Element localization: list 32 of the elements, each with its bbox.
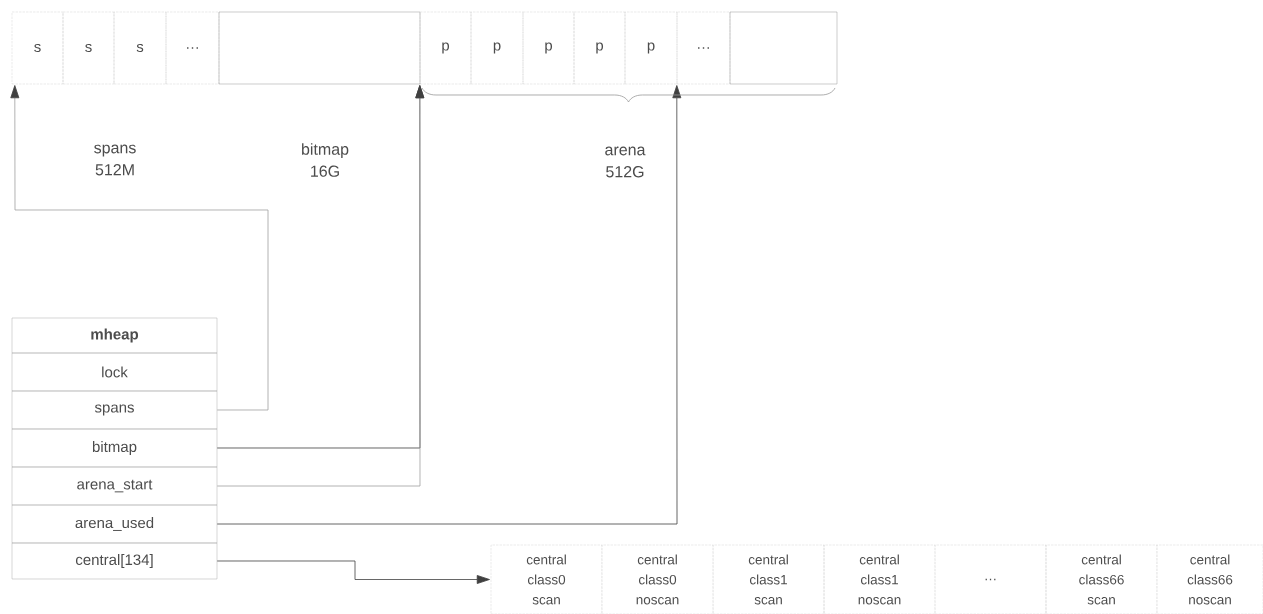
table-row: spans [11, 390, 218, 430]
table-row: lock [11, 352, 218, 392]
central-cell: central class1 scan [712, 544, 825, 614]
memory-cell: s [113, 11, 167, 85]
central-cell: central class66 scan [1045, 544, 1158, 614]
arrow [216, 85, 682, 525]
central-cell: … [934, 544, 1047, 614]
memory-block [729, 11, 838, 85]
memory-block [218, 11, 421, 85]
memory-cell: s [62, 11, 115, 85]
memory-cell: … [165, 11, 220, 85]
table-row: arena_used [11, 504, 218, 544]
size-label: arena 512G [605, 146, 646, 178]
table-row: arena_start [11, 466, 218, 506]
central-cell: central class66 noscan [1156, 544, 1263, 614]
memory-cell: … [676, 11, 731, 85]
arrow [10, 85, 269, 411]
memory-cell: p [624, 11, 678, 85]
arrow [216, 560, 490, 584]
central-cell: central class0 noscan [601, 544, 714, 614]
central-cell: central class0 scan [490, 544, 603, 614]
memory-cell: p [470, 11, 524, 85]
table-row: bitmap [11, 428, 218, 468]
table-header: mheap [11, 317, 218, 354]
size-label: spans 512M [94, 144, 136, 176]
memory-cell: p [419, 11, 472, 85]
size-label: bitmap 16G [302, 143, 349, 177]
memory-cell: s [11, 11, 64, 85]
memory-cell: p [522, 11, 575, 85]
table-row: central[134] [11, 542, 218, 580]
central-cell: central class1 noscan [823, 544, 936, 614]
memory-cell: p [573, 11, 626, 85]
